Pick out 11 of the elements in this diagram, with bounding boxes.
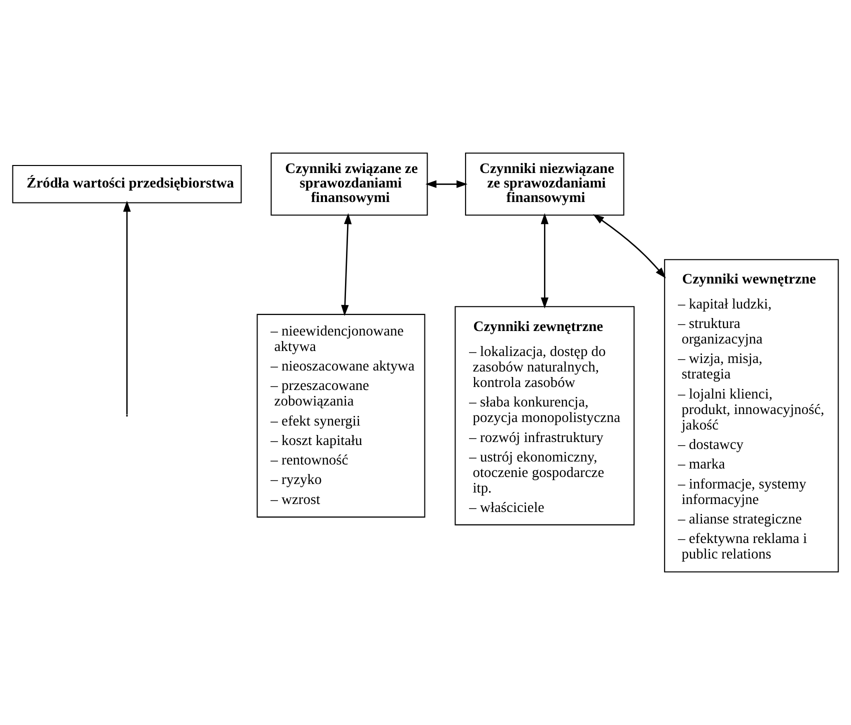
node-box: Czynniki wewnętrzne – kapitał ludzki, – struktura organizacyjna – wizja, misja, strategia – lojalni klienci, produkt, innowacyjność, jakość – dostawcy – marka – informacje, systemy informacyjne – alianse strategiczne – efektywna reklama i public relations [664, 259, 839, 572]
arrow [592, 214, 666, 278]
node-box: Czynniki związane ze sprawozdaniami finansowymi [270, 152, 428, 216]
node-box: Czynniki niezwiązane ze sprawozdaniami finansowymi [465, 152, 624, 216]
arrow [540, 213, 548, 308]
node-box: Czynniki zewnętrzne – lokalizacja, dostęp do zasobów naturalnych, kontrola zasobów – słaba konkurencja, pozycja monopolistyczna – rozwój infrastruktury – ustrój ekonomiczny, otoczenie gospodarcze itp. – właściciele [454, 306, 635, 526]
node-box: – nieewidencjonowane aktywa – nieoszacowane aktywa – przeszacowane zobowiązania – efekt synergii – koszt kapitału – rentowność – ryzyko – wzrost [256, 314, 426, 518]
arrow [425, 180, 468, 188]
arrow [341, 213, 352, 316]
arrow [123, 200, 131, 415]
node-box: Źródła wartości przedsiębiorstwa [12, 165, 242, 204]
